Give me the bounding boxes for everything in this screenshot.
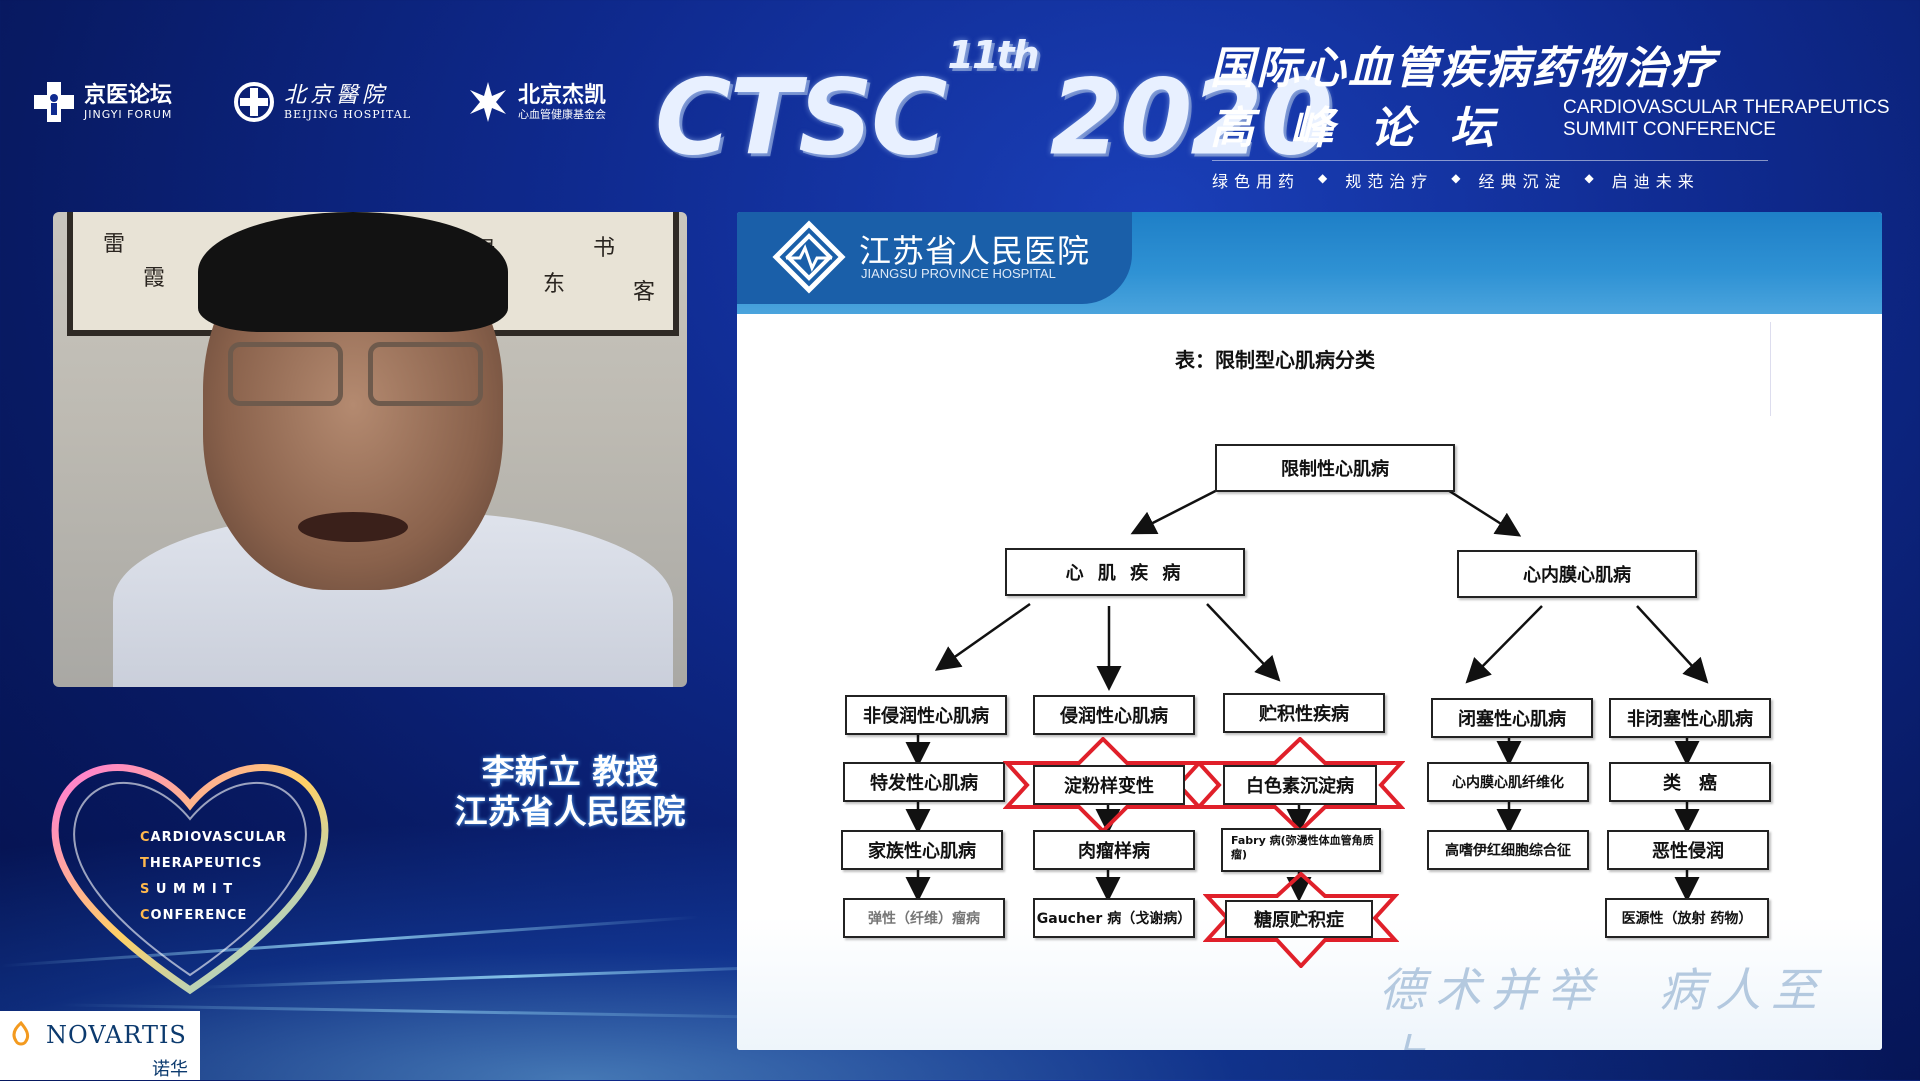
slogan-item: 规范治疗 <box>1345 172 1434 191</box>
event-logo: CTSC11th2020 <box>655 33 1333 173</box>
logo-subtitle: JINGYI FORUM <box>84 107 173 121</box>
node-endomyocardial-disease: 心内膜心肌病 <box>1457 550 1697 598</box>
node-gaucher-disease: Gaucher 病（戈谢病） <box>1033 898 1195 938</box>
jiekai-foundation-logo: 北京杰凯 心血管健康基金会 <box>466 80 606 124</box>
slide-header: 江苏省人民医院 JIANGSU PROVINCE HOSPITAL <box>737 212 1882 314</box>
node-elastic-fibroma: 弹性（纤维）瘤病 <box>843 898 1005 938</box>
slogan-bar: 绿色用药 ◆ 规范治疗 ◆ 经典沉淀 ◆ 启迪未来 <box>1212 168 1700 192</box>
slogan-separator: ◆ <box>1451 171 1461 185</box>
node-amyloidosis: 淀粉样变性 <box>1033 765 1185 805</box>
title-en-line2: SUMMIT CONFERENCE <box>1563 119 1776 140</box>
node-familial: 家族性心肌病 <box>841 830 1003 870</box>
slogan-item: 启迪未来 <box>1611 172 1700 191</box>
speaker-video-feed[interactable]: 雷 霞 绿 东 书 客 <box>53 212 687 687</box>
slogan-divider <box>1212 160 1768 161</box>
speaker-hair <box>198 212 508 332</box>
calligraphy-char: 客 <box>633 280 656 305</box>
node-non-obliterative: 非闭塞性心肌病 <box>1609 698 1771 738</box>
node-restrictive-cardiomyopathy: 限制性心肌病 <box>1215 444 1455 492</box>
highlight-star-icon <box>1203 872 1399 968</box>
jingyi-forum-logo: 京医论坛 JINGYI FORUM <box>32 80 172 124</box>
node-hemochromatosis: 白色素沉淀病 <box>1223 765 1377 805</box>
event-name: CTSC <box>655 56 947 179</box>
node-obliterative: 闭塞性心肌病 <box>1431 698 1593 738</box>
logo-title: 京医论坛 <box>84 82 173 108</box>
node-fabry-disease: Fabry 病(弥漫性体血管角质瘤) <box>1221 828 1381 872</box>
event-year: 2020 <box>1049 56 1333 179</box>
node-glycogen-storage: 糖原贮积症 <box>1225 900 1373 938</box>
event-edition: 11th <box>947 33 1040 77</box>
forum-title-english: CARDIOVASCULAR THERAPEUTICS SUMMIT CONFE… <box>1563 97 1890 141</box>
slogan-separator: ◆ <box>1318 171 1328 185</box>
logo-accent-letter: S <box>140 882 151 897</box>
slide-title-area <box>840 322 1771 416</box>
speaker-caption: 李新立 教授 江苏省人民医院 <box>400 752 740 832</box>
heart-logo-icon <box>51 764 329 995</box>
slide-hospital-name: 江苏省人民医院 <box>859 232 1091 270</box>
node-endomyocardial-fibrosis: 心内膜心肌纤维化 <box>1427 762 1589 802</box>
logo-title: 北京杰凯 <box>518 82 607 108</box>
logo-word: U M M I T <box>150 882 234 897</box>
forum-title-line1: 国际心血管疾病药物治疗 <box>1210 43 1716 94</box>
node-malignant-infiltration: 恶性侵润 <box>1607 830 1769 870</box>
logo-accent-letter: C <box>140 908 151 923</box>
speaker-mouth <box>298 512 408 542</box>
logo-subtitle: BEIJING HOSPITAL <box>284 107 411 121</box>
hospital-logo-icon <box>772 220 846 294</box>
node-hypereosinophilic: 高嗜伊红细胞综合征 <box>1427 830 1589 870</box>
slide-hospital-name-en: JIANGSU PROVINCE HOSPITAL <box>861 266 1056 281</box>
sponsor-name-cn: 诺华 <box>152 1059 188 1080</box>
node-sarcoidosis: 肉瘤样病 <box>1033 830 1195 870</box>
flame-icon <box>12 1021 30 1046</box>
slide-table-title: 表：限制型心肌病分类 <box>1175 348 1375 372</box>
slogan-item: 经典沉淀 <box>1478 172 1567 191</box>
node-idiopathic: 特发性心肌病 <box>843 762 1005 802</box>
slogan-item: 绿色用药 <box>1212 172 1301 191</box>
calligraphy-char: 书 <box>593 236 616 261</box>
logo-accent-letter: C <box>140 830 151 845</box>
node-carcinoid: 类 癌 <box>1609 762 1771 802</box>
node-storage-disease: 贮积性疾病 <box>1223 693 1385 733</box>
hospital-motto-watermark: 德术并举 病人至上 <box>1379 963 1827 1050</box>
slide-body: 表：限制型心肌病分类 <box>737 314 1882 1050</box>
sponsor-name: NOVARTIS <box>46 1021 187 1049</box>
logo-word: HERAPEUTICS <box>149 856 263 871</box>
node-infiltrative: 侵润性心肌病 <box>1033 695 1195 735</box>
conference-header: 京医论坛 JINGYI FORUM 北京醫院 BEIJING HOSPITAL … <box>0 0 1920 205</box>
hospital-emblem-icon <box>232 80 276 124</box>
logo-title: 北京醫院 <box>284 82 389 108</box>
speaker-name: 李新立 教授 <box>481 752 659 791</box>
calligraphy-char: 雷 <box>103 232 126 257</box>
slogan-separator: ◆ <box>1584 171 1594 185</box>
speaker-glasses <box>228 342 483 406</box>
node-iatrogenic: 医源性（放射 药物） <box>1605 898 1769 938</box>
calligraphy-char: 东 <box>543 272 566 297</box>
forum-title-line2: 高峰论坛 <box>1210 103 1530 154</box>
calligraphy-char: 霞 <box>143 266 166 291</box>
presentation-slide[interactable]: 江苏省人民医院 JIANGSU PROVINCE HOSPITAL 表：限制型心… <box>737 212 1882 1050</box>
logo-word: ONFERENCE <box>150 908 248 923</box>
sponsor-logo: NOVARTIS 诺华 <box>0 1011 200 1080</box>
node-myocardial-disease: 心 肌 疾 病 <box>1005 548 1245 596</box>
logo-subtitle: 心血管健康基金会 <box>518 107 606 121</box>
starburst-icon <box>466 80 510 124</box>
node-non-infiltrative: 非侵润性心肌病 <box>845 695 1007 735</box>
title-en-line1: CARDIOVASCULAR THERAPEUTICS <box>1563 97 1890 118</box>
speaker-hospital: 江苏省人民医院 <box>454 792 686 831</box>
logo-word: ARDIOVASCULAR <box>150 830 288 845</box>
logo-accent-letter: T <box>140 856 150 871</box>
medical-cross-icon <box>32 80 76 124</box>
conference-logo-text: CARDIOVASCULAR THERAPEUTICS S U M M I T … <box>140 825 287 929</box>
beijing-hospital-logo: 北京醫院 BEIJING HOSPITAL <box>232 80 411 124</box>
